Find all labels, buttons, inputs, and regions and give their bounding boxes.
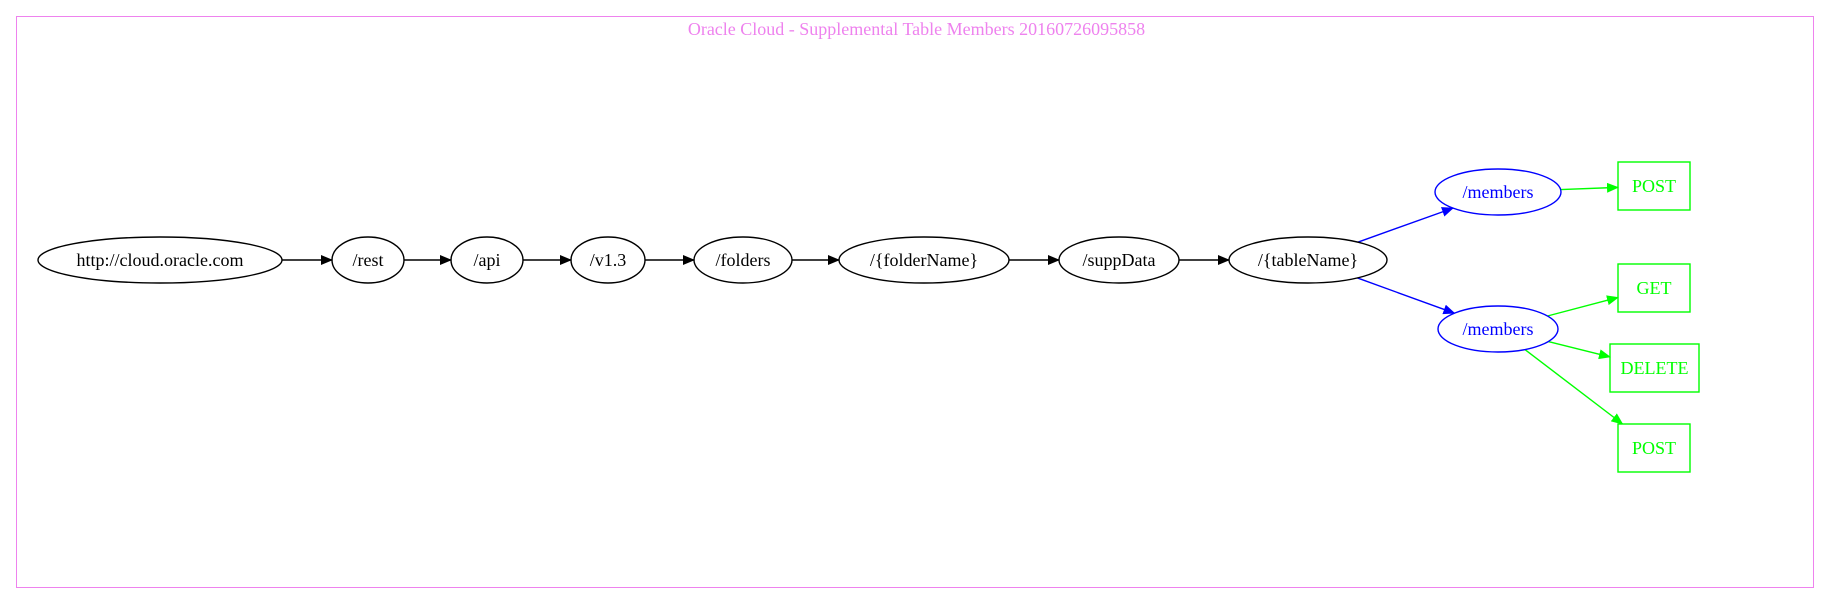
node-v13-label: /v1.3 — [590, 250, 627, 270]
node-root: http://cloud.oracle.com — [37, 236, 283, 284]
node-api: /api — [450, 236, 524, 284]
edge-tableName-to-members2 — [1357, 277, 1456, 315]
edge-members2-to-delete — [1548, 340, 1611, 360]
node-api-label: /api — [474, 250, 501, 270]
node-members1-shape — [1434, 168, 1562, 216]
node-folders-label: /folders — [716, 250, 771, 270]
node-folderName-shape — [838, 236, 1010, 284]
nodes-layer: http://cloud.oracle.com/rest/api/v1.3/fo… — [37, 161, 1700, 473]
edge-members1-to-post1 — [1560, 182, 1619, 193]
node-v13-shape — [570, 236, 646, 284]
node-root-shape — [37, 236, 283, 284]
diagram-title: Oracle Cloud - Supplemental Table Member… — [687, 19, 1146, 39]
cluster-frame — [16, 16, 1814, 588]
node-rest-shape — [331, 236, 405, 284]
edges-layer — [282, 182, 1624, 425]
node-folderName: /{folderName} — [838, 236, 1010, 284]
node-rest-label: /rest — [353, 250, 384, 270]
node-folders-shape — [693, 236, 793, 284]
node-delete: DELETE — [1609, 343, 1700, 393]
node-suppData-shape — [1058, 236, 1180, 284]
node-api-shape — [450, 236, 524, 284]
edge-members2-to-post2 — [1524, 348, 1624, 425]
node-v13: /v1.3 — [570, 236, 646, 284]
node-members1: /members — [1434, 168, 1562, 216]
edge-members2-to-get — [1547, 295, 1619, 317]
node-get-label: GET — [1637, 278, 1672, 298]
node-suppData-label: /suppData — [1083, 250, 1156, 270]
node-post1-label: POST — [1632, 176, 1676, 196]
node-post1-shape — [1617, 161, 1691, 211]
node-post2: POST — [1617, 423, 1691, 473]
node-suppData: /suppData — [1058, 236, 1180, 284]
node-members2-shape — [1437, 305, 1559, 353]
node-folderName-label: /{folderName} — [870, 250, 978, 270]
node-delete-shape — [1609, 343, 1700, 393]
node-members1-label: /members — [1463, 182, 1534, 202]
node-rest: /rest — [331, 236, 405, 284]
edge-tableName-to-members1 — [1357, 207, 1454, 243]
node-root-label: http://cloud.oracle.com — [77, 250, 244, 270]
node-folders: /folders — [693, 236, 793, 284]
node-post2-label: POST — [1632, 438, 1676, 458]
node-members2-label: /members — [1463, 319, 1534, 339]
node-members2: /members — [1437, 305, 1559, 353]
node-tableName-shape — [1228, 236, 1388, 284]
node-post2-shape — [1617, 423, 1691, 473]
node-delete-label: DELETE — [1621, 358, 1689, 378]
node-tableName: /{tableName} — [1228, 236, 1388, 284]
node-tableName-label: /{tableName} — [1258, 250, 1358, 270]
node-post1: POST — [1617, 161, 1691, 211]
node-get: GET — [1617, 263, 1691, 313]
node-get-shape — [1617, 263, 1691, 313]
